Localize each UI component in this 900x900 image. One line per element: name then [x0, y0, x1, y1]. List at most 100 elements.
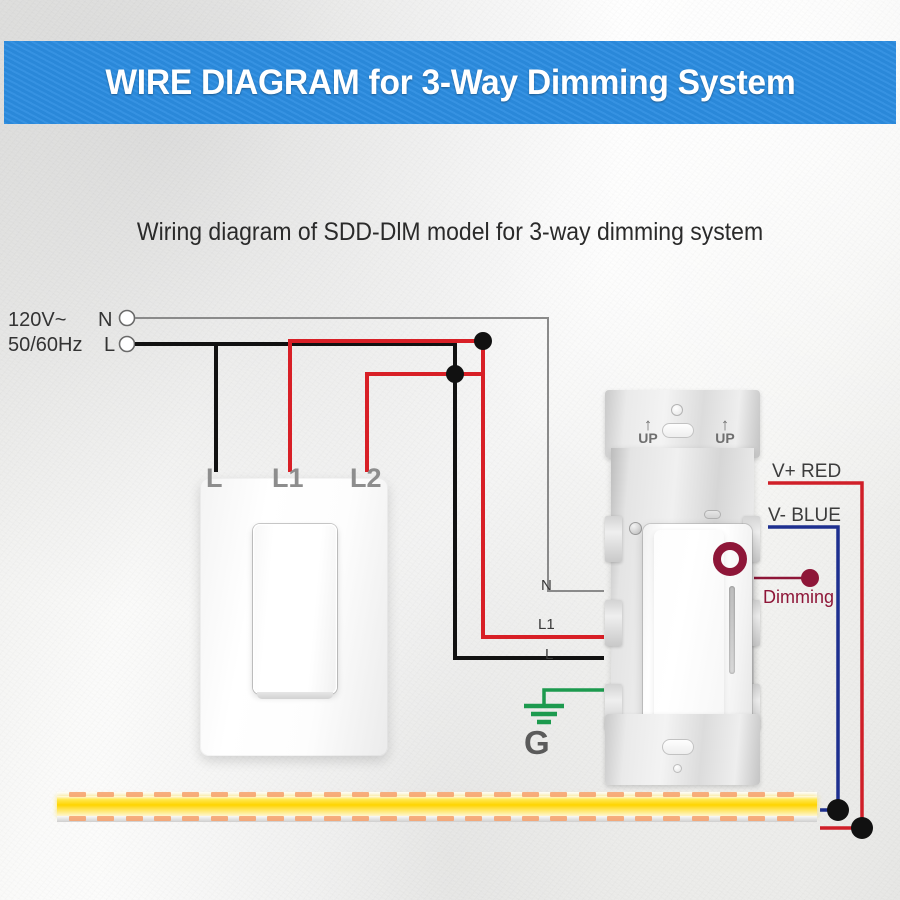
led-solder-pad — [210, 792, 228, 797]
up-indicator-right: ↑ UP — [708, 415, 742, 446]
led-solder-pad — [267, 792, 285, 797]
led-solder-pad — [691, 792, 709, 797]
dimmer-slider-track[interactable] — [729, 586, 735, 674]
led-solder-pad — [380, 792, 398, 797]
terminal-tab-left-2 — [605, 600, 622, 646]
led-solder-pad — [238, 816, 256, 821]
output-label-v-plus: V+ RED — [772, 461, 842, 482]
terminal-tab-left-1 — [605, 516, 622, 562]
terminal-neutral-label: N — [98, 309, 113, 331]
junction-dot-l1 — [474, 332, 492, 350]
screw-icon-top-left — [629, 522, 642, 535]
wire-ground — [542, 688, 604, 706]
led-solder-pad — [550, 816, 568, 821]
ground-symbol — [524, 703, 564, 725]
led-solder-pad — [606, 816, 624, 821]
led-negative-node — [827, 799, 849, 821]
led-solder-pad — [663, 792, 681, 797]
led-solder-pad — [210, 816, 228, 821]
switch-terminal-label-l1: L1 — [272, 463, 304, 493]
page-title: WIRE DIAGRAM for 3-Way Dimming System — [104, 62, 796, 102]
dimmer-mounting-strap-bottom — [605, 714, 760, 785]
arrow-up-icon: ↑ — [720, 415, 730, 434]
switch-rocker-paddle[interactable] — [253, 524, 337, 699]
led-solder-pad — [748, 816, 766, 821]
terminal-line-node — [118, 335, 136, 353]
header-banner: WIRE DIAGRAM for 3-Way Dimming System — [4, 41, 896, 124]
led-solder-pad — [465, 792, 483, 797]
led-solder-pad — [295, 816, 313, 821]
led-solder-pad — [97, 816, 115, 821]
wire-line-to-dimmer-l — [216, 342, 604, 660]
strap-screw-hole-icon-bottom — [673, 764, 682, 773]
led-solder-pad — [295, 792, 313, 797]
led-strip-emitter — [57, 796, 817, 816]
led-strip-light — [57, 792, 817, 822]
dimmer-wire-label-l1: L1 — [538, 616, 555, 633]
led-solder-pad — [125, 816, 143, 821]
source-frequency-label: 50/60Hz — [8, 334, 83, 356]
output-label-v-minus: V- BLUE — [768, 505, 841, 526]
led-solder-pad — [182, 816, 200, 821]
led-solder-pad — [578, 792, 596, 797]
dimmer-paddle-face[interactable] — [654, 530, 724, 750]
led-solder-pad — [493, 792, 511, 797]
led-solder-pad — [125, 792, 143, 797]
arrow-up-icon: ↑ — [643, 415, 653, 434]
led-solder-pad — [352, 792, 370, 797]
source-voltage-label: 120V~ — [8, 309, 67, 331]
terminal-neutral-node — [118, 309, 136, 327]
subtitle: Wiring diagram of SDD-DlM model for 3-wa… — [136, 218, 764, 246]
led-solder-pad — [521, 792, 539, 797]
led-solder-pad — [238, 792, 256, 797]
led-solder-pad — [437, 792, 454, 797]
led-solder-pad — [606, 792, 624, 797]
three-way-switch[interactable] — [200, 478, 388, 756]
led-positive-node — [851, 817, 873, 839]
led-solder-pad — [408, 792, 426, 797]
dimmer-mounting-strap-top: ↑ UP ↑ UP — [605, 390, 760, 458]
led-solder-pad — [153, 792, 171, 797]
dimmer-body-strap — [605, 448, 760, 761]
strap-oval-hole-icon — [704, 510, 721, 519]
led-solder-pad — [493, 816, 511, 821]
led-solder-pad — [182, 792, 200, 797]
switch-terminal-label-l2: L2 — [350, 463, 382, 493]
led-solder-pad — [720, 792, 738, 797]
wire-l2 — [365, 372, 455, 472]
led-solder-pad — [720, 816, 738, 821]
led-solder-pad — [323, 792, 341, 797]
wire-neutral — [135, 317, 604, 592]
led-solder-pad — [578, 816, 596, 821]
led-solder-pad — [69, 816, 86, 821]
up-label-left: UP — [638, 430, 658, 446]
led-solder-pad — [323, 816, 341, 821]
led-solder-pad — [635, 816, 653, 821]
dimming-callout-dot — [801, 569, 819, 587]
led-solder-pad — [663, 816, 681, 821]
ground-label: G — [524, 724, 550, 761]
dimmer-wire-label-l: L — [545, 646, 554, 663]
led-solder-pad — [776, 816, 794, 821]
led-solder-pad — [153, 816, 171, 821]
led-solder-pad — [380, 816, 398, 821]
led-solder-pad — [776, 792, 794, 797]
wire-line-to-switch-l — [135, 342, 218, 472]
dimming-highlight-ring — [713, 542, 747, 576]
dimmer-wire-label-n: N — [541, 577, 552, 594]
dimmer-switch-device[interactable]: ↑ UP ↑ UP — [600, 390, 765, 785]
up-label-right: UP — [715, 430, 735, 446]
led-solder-pad — [691, 816, 709, 821]
wire-vplus-red — [768, 481, 864, 830]
strap-slot-icon-bottom — [662, 739, 694, 755]
dimming-callout-label: Dimming — [763, 587, 835, 607]
led-solder-pad — [69, 792, 86, 797]
up-indicator-left: ↑ UP — [631, 415, 665, 446]
led-solder-pad — [352, 816, 370, 821]
led-solder-pad — [748, 792, 766, 797]
led-solder-pad — [267, 816, 285, 821]
junction-dot-l2 — [446, 365, 464, 383]
led-solder-pad — [97, 792, 115, 797]
